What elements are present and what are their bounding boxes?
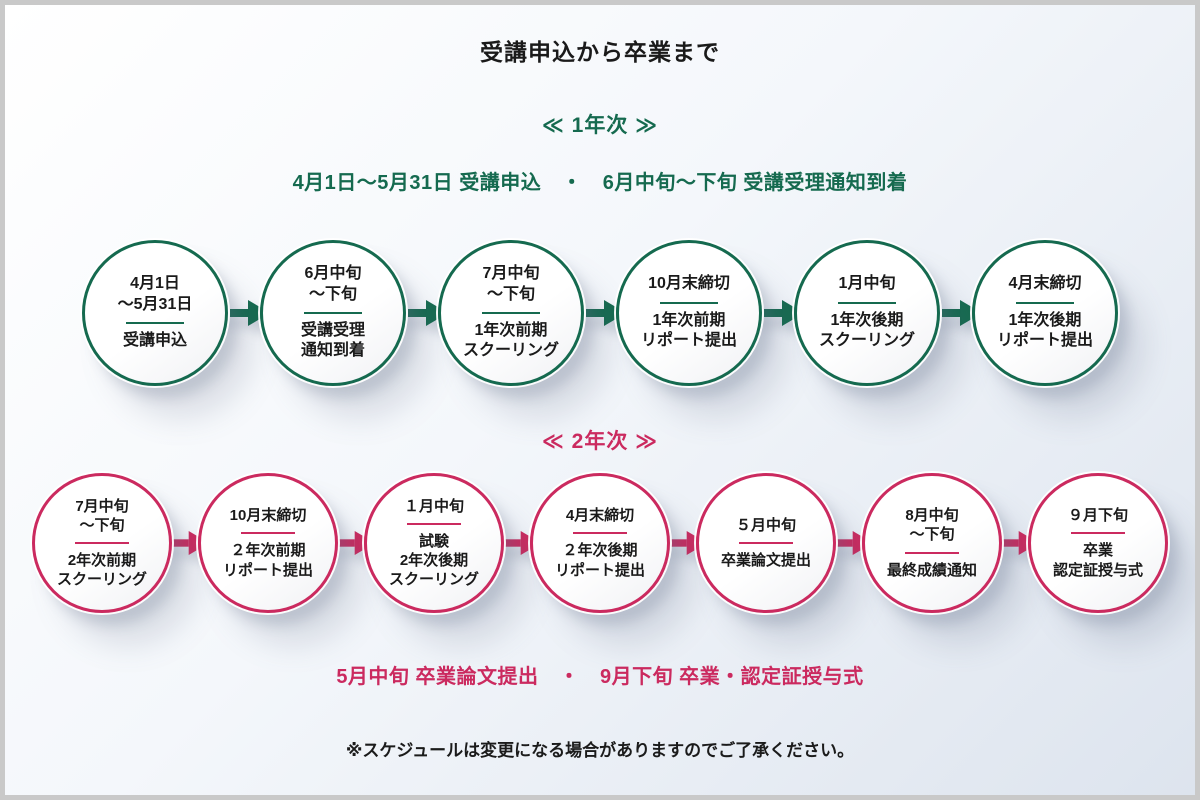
timeline-step: 4月末締切 ２年次後期 リポート提出 <box>530 473 670 613</box>
step-divider <box>126 322 184 325</box>
step-date: 1月中旬 <box>838 275 896 293</box>
step-label: 1年次前期 リポート提出 <box>640 311 737 350</box>
year1-summary: 4月1日〜5月31日 受講申込 ・ 6月中旬〜下旬 受講受理通知到着 <box>292 172 908 194</box>
timeline-step: 10月末締切 ２年次前期 リポート提出 <box>198 473 338 613</box>
step-divider <box>1071 532 1125 535</box>
page-title: 受講申込から卒業まで <box>480 39 720 65</box>
timeline-step: 7月中旬 〜下旬 1年次前期 スクーリング <box>438 240 584 386</box>
step-date: 8月中旬 〜下旬 <box>905 507 959 544</box>
step-label: 卒業 認定証授与式 <box>1052 542 1143 579</box>
step-divider <box>304 312 362 314</box>
step-label: 卒業論文提出 <box>720 552 811 569</box>
step-date: 10月末締切 <box>648 275 730 293</box>
step-label: 最終成績通知 <box>886 561 977 579</box>
step-date: 7月中旬 〜下旬 <box>75 497 129 534</box>
step-date: 10月末締切 <box>229 507 307 525</box>
step-divider <box>838 301 896 304</box>
year1-heading: ≪ 1年次 ≫ <box>541 114 659 137</box>
step-label: 受講申込 <box>122 332 187 350</box>
timeline-step: 8月中旬 〜下旬 最終成績通知 <box>862 473 1002 613</box>
step-label: 1年次後期 スクーリング <box>818 311 915 350</box>
step-label: 1年次前期 スクーリング <box>462 322 559 360</box>
step-date: 4月末締切 <box>1008 275 1082 293</box>
timeline-step: 6月中旬 〜下旬 受講受理 通知到着 <box>260 240 406 386</box>
step-divider <box>660 301 718 304</box>
step-divider <box>1016 301 1074 304</box>
timeline-step: １月中旬 試験 2年次後期 スクーリング <box>364 473 504 613</box>
step-label: 2年次前期 スクーリング <box>56 552 147 589</box>
step-date: １月中旬 <box>403 497 464 515</box>
step-divider <box>739 542 793 544</box>
step-divider <box>241 532 295 535</box>
year1-timeline: 4月1日 〜5月31日 受講申込 6月中旬 〜下旬 受講受理 通知到着 7月中旬… <box>5 240 1195 386</box>
step-label: 試験 2年次後期 スクーリング <box>388 532 479 589</box>
step-label: 1年次後期 リポート提出 <box>996 311 1093 350</box>
step-date: 4月1日 〜5月31日 <box>117 275 193 313</box>
timeline-step: ５月中旬 卒業論文提出 <box>696 473 836 613</box>
step-date: 7月中旬 〜下旬 <box>482 265 540 303</box>
timeline-step: 7月中旬 〜下旬 2年次前期 スクーリング <box>32 473 172 613</box>
schedule-note: ※スケジュールは変更になる場合がありますのでご了承ください。 <box>345 741 855 760</box>
step-date: 4月末締切 <box>565 507 635 525</box>
step-label: ２年次後期 リポート提出 <box>554 542 645 579</box>
step-date: 6月中旬 〜下旬 <box>304 265 362 303</box>
step-divider <box>573 532 627 535</box>
step-label: ２年次前期 リポート提出 <box>222 542 313 579</box>
year2-heading: ≪ 2年次 ≫ <box>541 430 659 453</box>
timeline-step: 4月末締切 1年次後期 リポート提出 <box>972 240 1118 386</box>
year2-timeline: 7月中旬 〜下旬 2年次前期 スクーリング 10月末締切 ２年次前期 リポート提… <box>5 473 1195 613</box>
step-label: 受講受理 通知到着 <box>300 322 365 360</box>
step-date: ５月中旬 <box>735 516 796 534</box>
step-date: ９月下旬 <box>1067 507 1128 525</box>
step-divider <box>905 551 959 554</box>
year2-summary: 5月中旬 卒業論文提出 ・ 9月下旬 卒業・認定証授与式 <box>336 666 864 688</box>
timeline-step: 4月1日 〜5月31日 受講申込 <box>82 240 228 386</box>
step-divider <box>482 312 540 314</box>
timeline-step: 10月末締切 1年次前期 リポート提出 <box>616 240 762 386</box>
timeline-step: 1月中旬 1年次後期 スクーリング <box>794 240 940 386</box>
step-divider <box>75 542 129 544</box>
step-divider <box>407 522 461 525</box>
timeline-step: ９月下旬 卒業 認定証授与式 <box>1028 473 1168 613</box>
